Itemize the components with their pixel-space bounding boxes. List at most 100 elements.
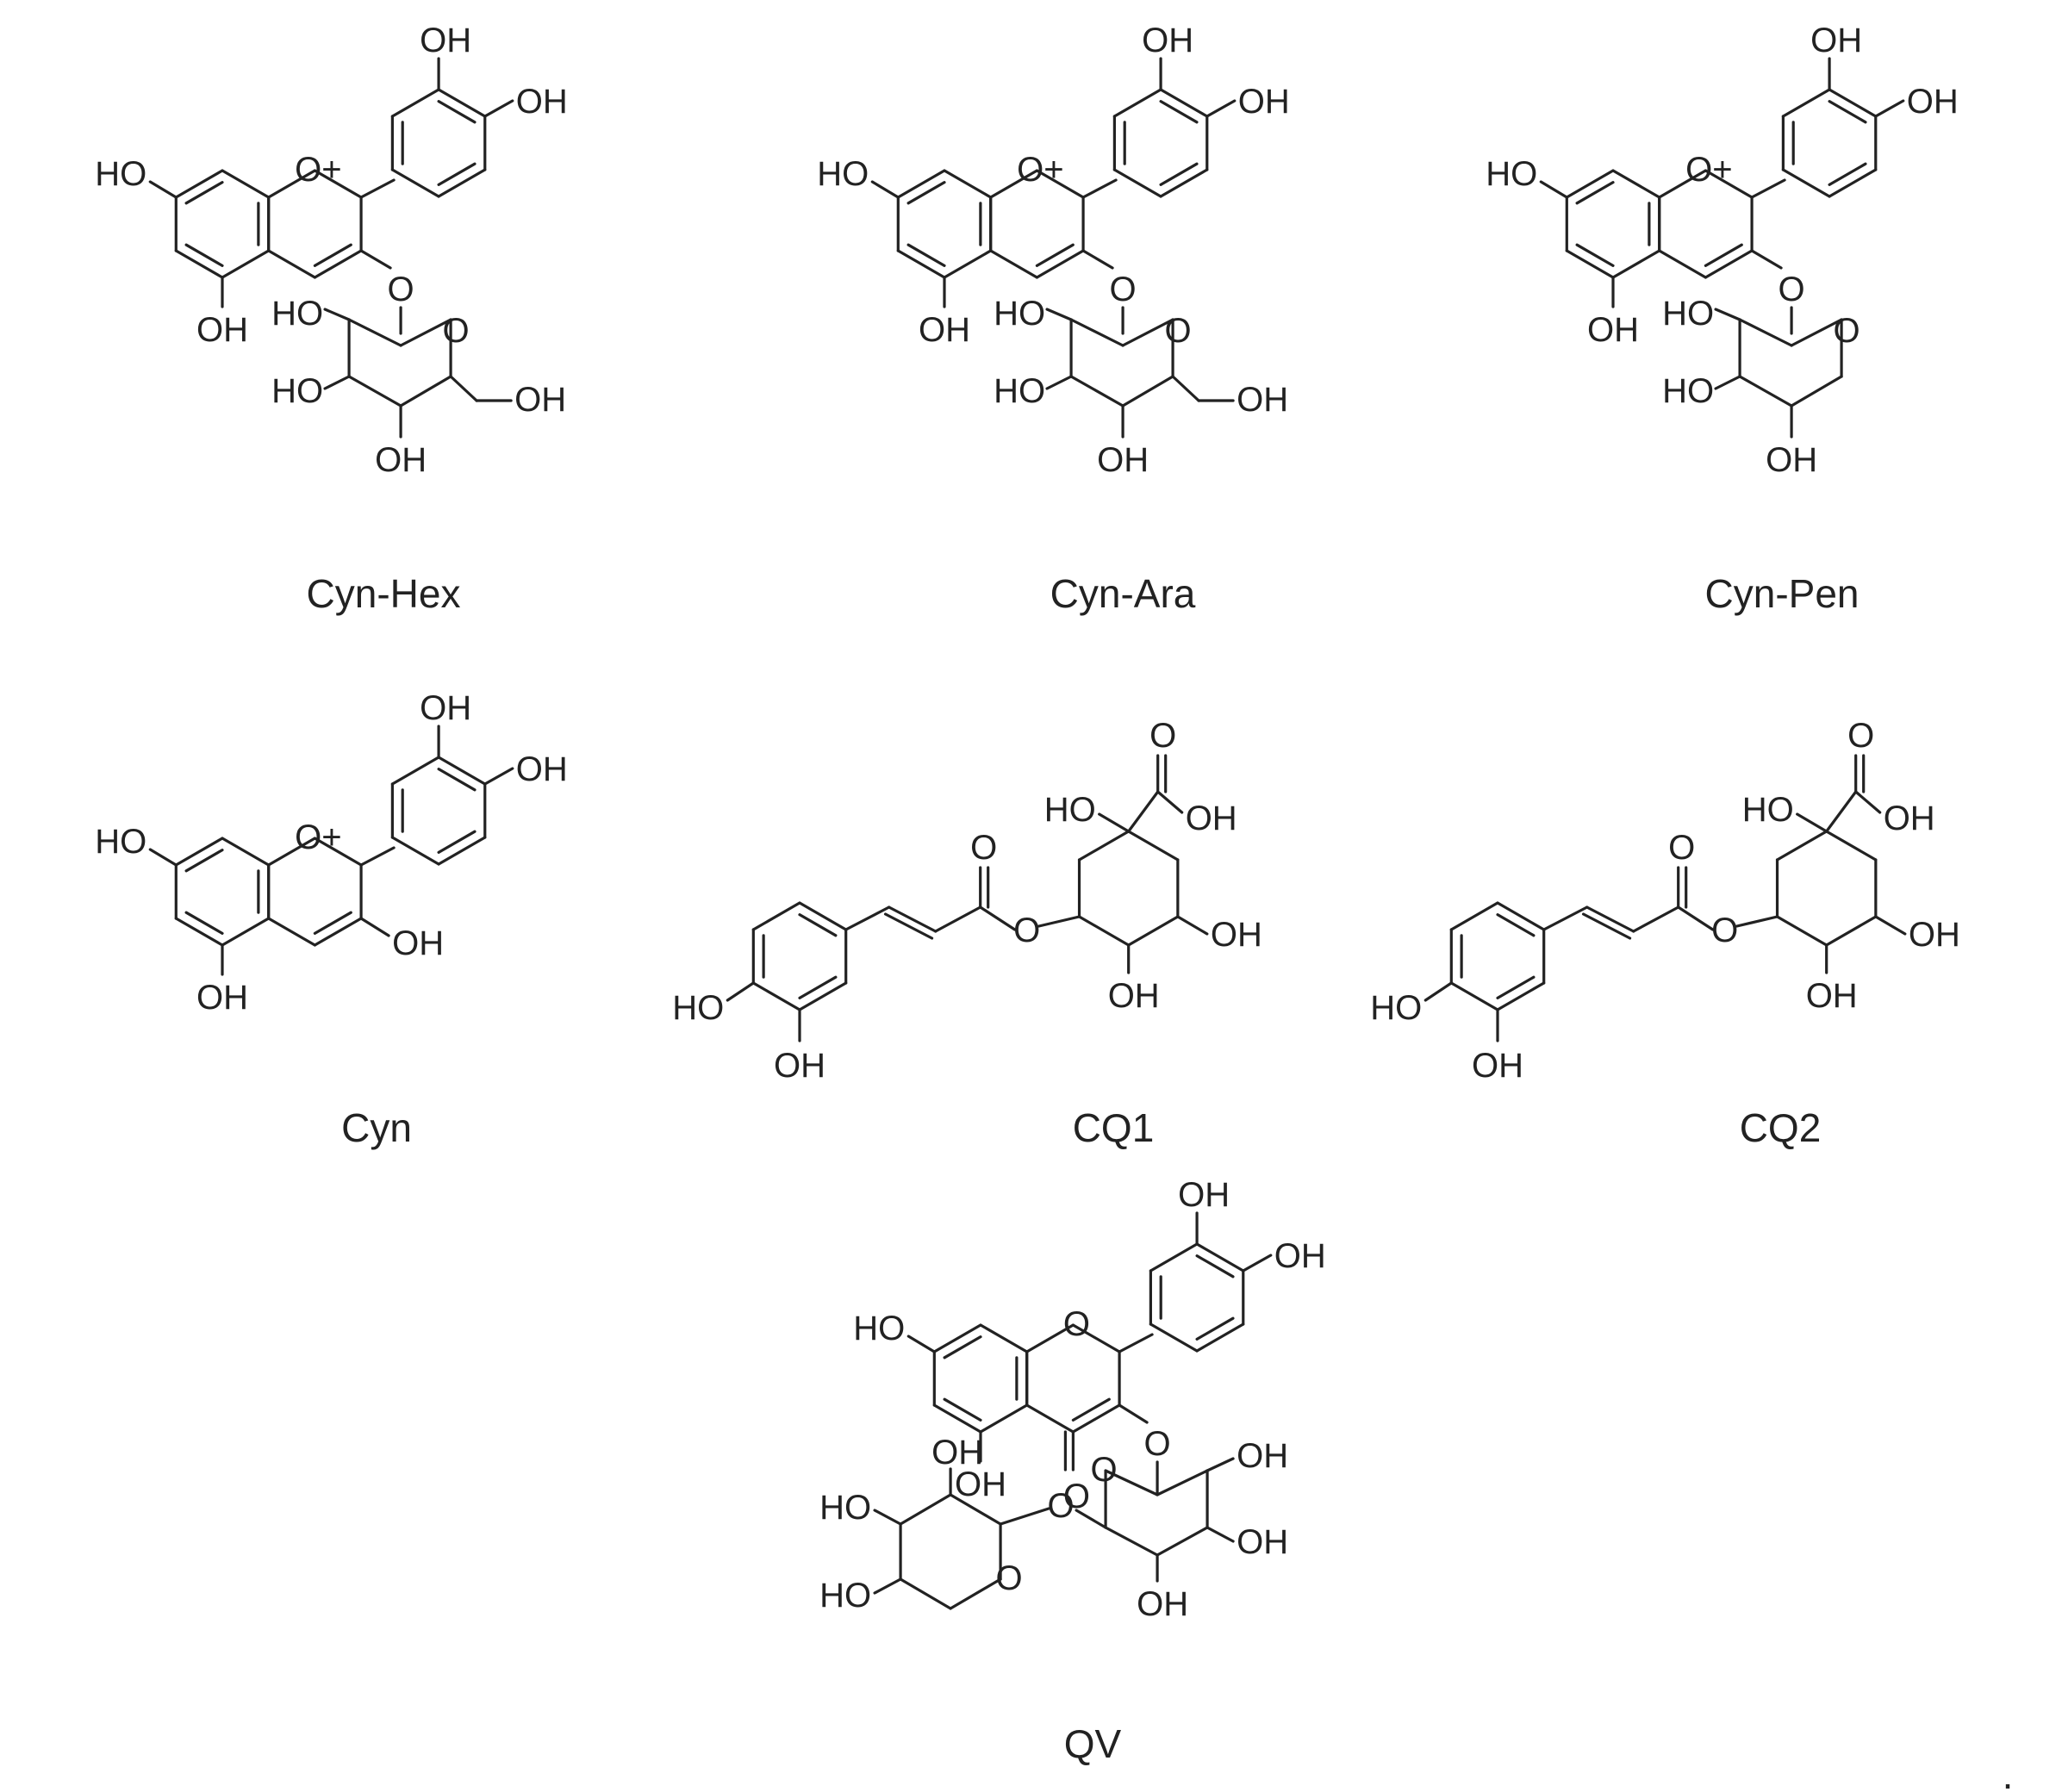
carbonyl-oxygen-label: O: [970, 829, 997, 867]
hydroxyl-label: OH: [931, 1434, 983, 1472]
hydroxyl-label: OH: [516, 83, 568, 121]
bond-line: [1704, 243, 1743, 267]
bond-line: [1565, 249, 1615, 279]
hydroxyl-label: HO: [994, 295, 1045, 333]
bond-line: [1828, 168, 1878, 198]
bond-line: [943, 169, 993, 199]
bond-line: [148, 180, 178, 199]
bond-line: [883, 912, 934, 940]
bond-line: [1104, 1469, 1159, 1496]
hydroxyl-label: OH: [1237, 381, 1288, 419]
bond-line: [1704, 249, 1754, 279]
bond-line: [949, 1577, 1002, 1610]
bond-line: [313, 243, 352, 267]
bond-line: [221, 837, 271, 867]
bond-line: [267, 169, 316, 199]
bond-line: [1750, 178, 1786, 199]
hydroxyl-label: OH: [1472, 1047, 1523, 1085]
bond-line: [390, 756, 440, 786]
bond-line: [359, 178, 396, 199]
compound-caption: CQ2: [1740, 1105, 1822, 1150]
bond-line: [1735, 915, 1779, 928]
glycosidic-oxygen-label: O: [1144, 1425, 1171, 1463]
compound-caption: Cyn-Hex: [307, 571, 461, 616]
ring-oxygen-label: O: [443, 312, 470, 350]
bond-line: [1677, 905, 1715, 931]
bond-line: [1585, 905, 1635, 933]
bond-line: [437, 830, 477, 854]
bond-line: [1611, 169, 1661, 199]
bond-line: [1714, 308, 1741, 321]
bond-line: [989, 249, 1038, 279]
bond-line: [1611, 249, 1661, 279]
bond-line: [347, 318, 402, 347]
hydroxyl-label: OH: [1766, 441, 1817, 479]
bond-line: [899, 1493, 952, 1526]
bond-line: [313, 249, 363, 279]
bond-line: [359, 917, 390, 937]
hydroxyl-label: HO: [994, 372, 1045, 410]
bond-line: [1127, 830, 1180, 862]
bond-line: [873, 1577, 902, 1595]
bond-line: [1714, 375, 1741, 390]
hydroxyl-label: OH: [1806, 977, 1858, 1015]
hydroxyl-label: HO: [1486, 155, 1537, 193]
bond-line: [979, 1403, 1029, 1434]
bond-line: [1874, 915, 1907, 936]
bond-line: [323, 375, 351, 390]
ring-oxygen-label: O: [1165, 312, 1192, 350]
bond-line: [1104, 1526, 1159, 1557]
bond-line: [174, 837, 224, 867]
bond-line: [1025, 1403, 1075, 1434]
bond-line: [932, 1323, 982, 1353]
bond-line: [1035, 243, 1075, 267]
ring-oxygen-label: O+: [1685, 151, 1732, 189]
bond-line: [1195, 1242, 1245, 1272]
hydroxyl-label: OH: [196, 311, 248, 349]
compound-caption: Cyn-Ara: [1050, 571, 1196, 616]
bond-line: [1496, 901, 1546, 931]
bond-line: [1581, 912, 1632, 940]
hydroxyl-label: HO: [853, 1310, 905, 1347]
bond-line: [1127, 915, 1180, 947]
bond-line: [1071, 1323, 1121, 1353]
hydroxyl-label: OH: [1186, 800, 1237, 837]
bond-line: [1098, 812, 1131, 833]
bond-line: [1035, 169, 1085, 199]
bond-line: [221, 249, 271, 279]
hydroxyl-label: HO: [271, 295, 323, 333]
hydroxyl-label: OH: [420, 689, 471, 727]
bond-line: [1854, 790, 1882, 814]
bond-line: [390, 88, 440, 118]
bond-line: [844, 905, 891, 931]
bond-line: [1156, 1526, 1209, 1557]
hydroxyl-label: HO: [95, 155, 146, 193]
bond-line: [999, 1507, 1050, 1526]
bond-line: [899, 1577, 952, 1610]
bond-line: [934, 905, 982, 933]
bond-line: [1575, 181, 1615, 205]
bond-line: [1112, 88, 1162, 118]
bond-line: [1075, 1509, 1107, 1529]
bond-line: [1176, 915, 1209, 936]
hydroxyl-label: HO: [819, 1577, 871, 1615]
bond-line: [267, 837, 316, 867]
bond-line: [1077, 830, 1131, 862]
ring-oxygen-label: O+: [1017, 151, 1063, 189]
hydroxyl-label: OH: [1587, 311, 1639, 349]
bond-line: [437, 756, 487, 786]
bond-line: [1496, 981, 1546, 1011]
bond-line: [798, 975, 838, 999]
bond-line: [184, 181, 224, 205]
bond-line: [1121, 318, 1174, 347]
bond-line: [1496, 913, 1536, 937]
bond-line: [1658, 249, 1707, 279]
bond-line: [1071, 1397, 1111, 1422]
bond-line: [313, 169, 363, 199]
bond-line: [1738, 318, 1793, 347]
bond-line: [943, 1335, 982, 1360]
bond-line: [437, 168, 487, 198]
